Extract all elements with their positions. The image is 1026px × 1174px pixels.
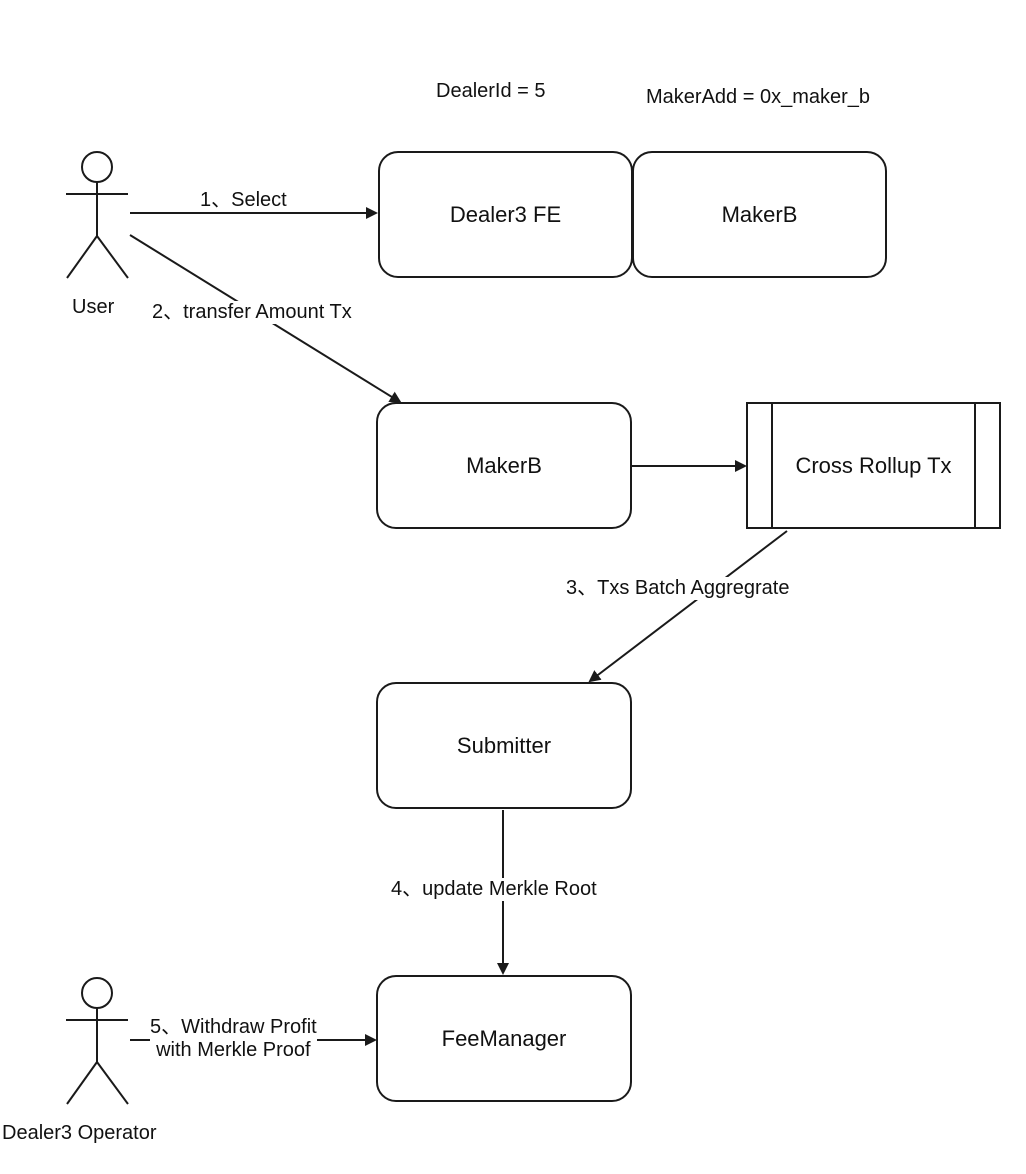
makerb-top-node: MakerB (632, 151, 887, 278)
cross-rollup-tx-node: Cross Rollup Tx (746, 402, 1001, 529)
process-right-bar (974, 404, 976, 527)
user-label: User (72, 296, 115, 318)
user-actor-icon (66, 151, 129, 279)
makerb-node: MakerB (376, 402, 632, 529)
process-left-bar (771, 404, 773, 527)
fee-manager-node: FeeManager (376, 975, 632, 1102)
operator-label: Dealer3 Operator (2, 1122, 157, 1144)
dealer-id-annotation: DealerId = 5 (436, 80, 546, 102)
operator-actor-icon (66, 977, 129, 1105)
withdraw-label-line1: 5、Withdraw Profit (150, 1016, 317, 1038)
withdraw-edge-label: 5、Withdraw Profit with Merkle Proof (150, 1016, 317, 1062)
dealer3-fe-node: Dealer3 FE (378, 151, 633, 278)
batch-edge-label: 3、Txs Batch Aggregrate (566, 577, 790, 600)
maker-address-annotation: MakerAdd = 0x_maker_b (646, 86, 871, 108)
merkle-root-edge-label: 4、update Merkle Root (391, 878, 597, 901)
transfer-edge-label: 2、transfer Amount Tx (152, 301, 352, 324)
submitter-label: Submitter (456, 732, 552, 758)
makerb-label: MakerB (466, 452, 542, 478)
makerb-top-label: MakerB (721, 201, 798, 227)
edge-batch-arrow (588, 530, 788, 683)
withdraw-label-line2: with Merkle Proof (156, 1039, 311, 1061)
cross-rollup-tx-label: Cross Rollup Tx (795, 452, 952, 478)
dealer3-fe-label: Dealer3 FE (449, 201, 562, 227)
fee-manager-label: FeeManager (441, 1025, 567, 1051)
select-edge-label: 1、Select (200, 189, 287, 211)
submitter-node: Submitter (376, 682, 632, 809)
